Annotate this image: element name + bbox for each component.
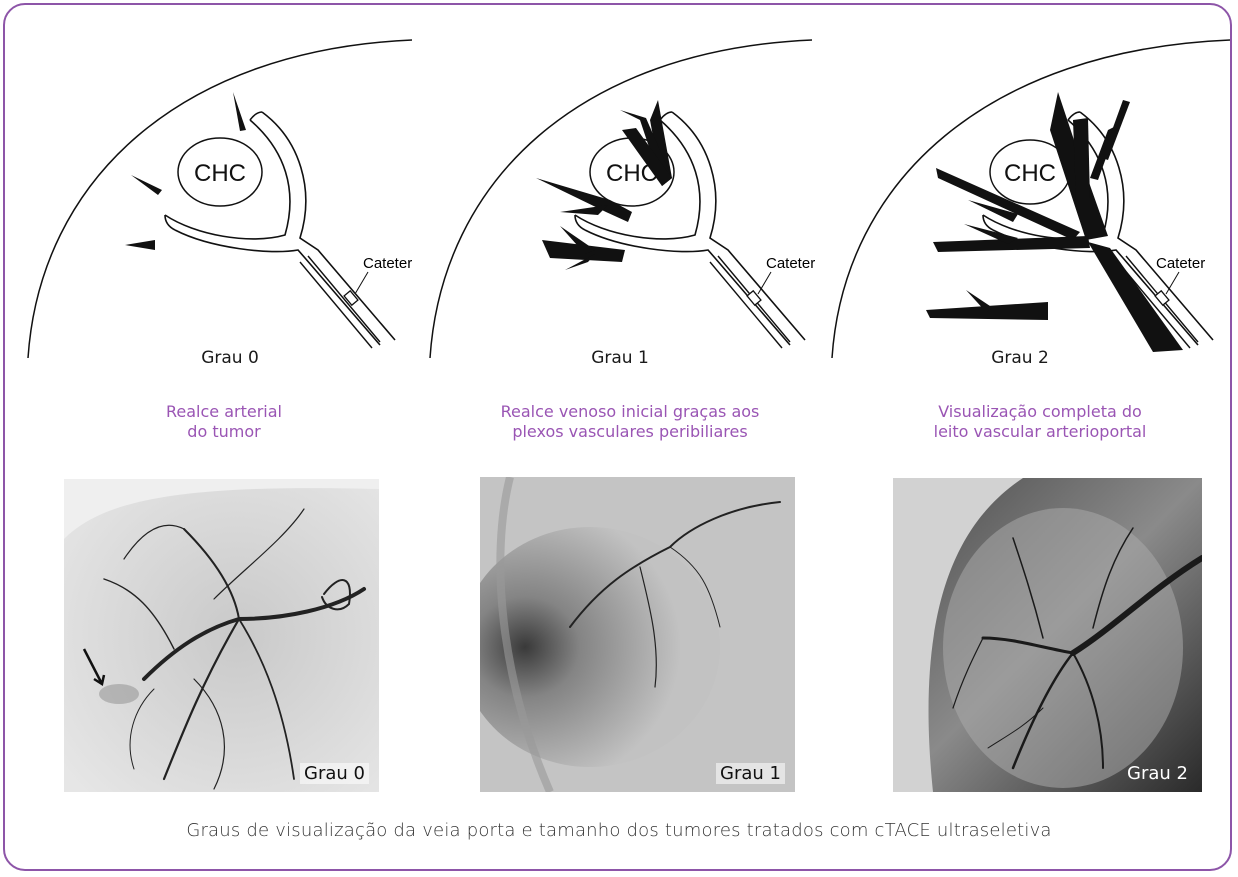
angiogram-grade-0: Grau 0	[64, 479, 379, 792]
angiogram-grade-2-label: Grau 2	[1123, 763, 1192, 784]
portal-branches	[926, 92, 1183, 352]
angiogram-grade-0-label: Grau 0	[300, 763, 369, 784]
diagram-grade-2: CHC Cateter	[818, 0, 1238, 380]
description-grade-1: Realce venoso inicial graças aos plexos …	[450, 402, 810, 442]
arrowhead-1	[233, 92, 246, 131]
description-line: plexos vasculares peribiliares	[450, 422, 810, 442]
figure-caption: Graus de visualização da veia porta e ta…	[0, 820, 1238, 841]
grade-2-label: Grau 2	[920, 348, 1120, 368]
description-line: Visualização completa do	[860, 402, 1220, 422]
catheter-label: Cateter	[363, 255, 412, 272]
description-grade-0: Realce arterial do tumor	[44, 402, 404, 442]
catheter-label: Cateter	[766, 255, 815, 272]
catheter-label: Cateter	[1156, 255, 1205, 272]
arrowhead-3	[125, 240, 155, 250]
description-line: Realce venoso inicial graças aos	[450, 402, 810, 422]
description-line: Realce arterial	[44, 402, 404, 422]
arrowhead-2	[131, 175, 162, 195]
diagram-grade-0: CHC Cateter	[0, 0, 420, 380]
angiogram-grade-1: Grau 1	[480, 477, 795, 792]
angiogram-grade-1-label: Grau 1	[716, 763, 785, 784]
tumor-label: CHC	[1004, 160, 1056, 187]
tumor-label: CHC	[194, 160, 246, 187]
description-line: leito vascular arterioportal	[860, 422, 1220, 442]
angiogram-grade-2: Grau 2	[893, 478, 1202, 792]
diagram-grade-1: CHC Cateter	[410, 0, 830, 380]
description-line: do tumor	[44, 422, 404, 442]
grade-0-label: Grau 0	[130, 348, 330, 368]
grade-1-label: Grau 1	[520, 348, 720, 368]
description-grade-2: Visualização completa do leito vascular …	[860, 402, 1220, 442]
